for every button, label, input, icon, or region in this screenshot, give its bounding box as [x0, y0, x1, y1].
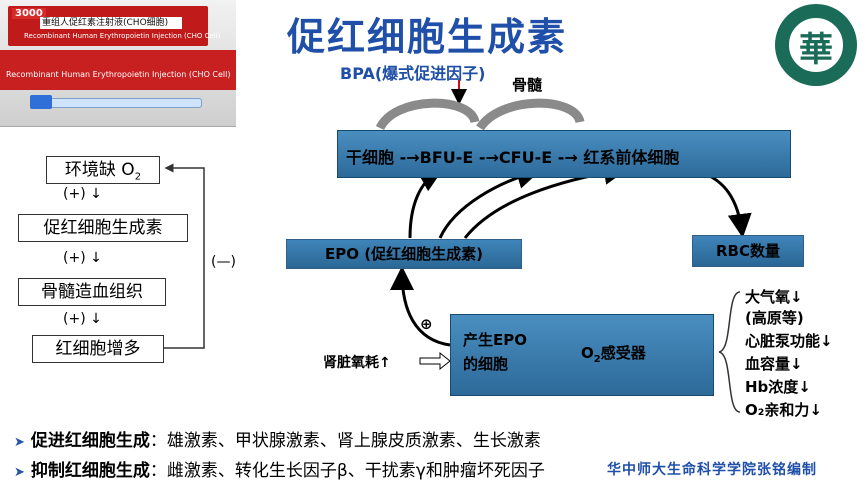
bullet-inhibit-text: ：雌激素、转化生长因子β、干扰素γ和肿瘤坏死因子 [149, 461, 545, 481]
epo-box: EPO (促红细胞生成素) [286, 239, 522, 269]
product-photo: 3000 重组人促红素注射液(CHO细胞) Recombinant Human … [0, 0, 236, 127]
bone-marrow-label: 骨髓 [512, 76, 543, 94]
product-name-cn: 重组人促红素注射液(CHO细胞) [40, 17, 182, 29]
kidney-label: 肾脏氧耗↑ [323, 355, 391, 371]
bullet-inhibit-head: 抑制红细胞生成 [30, 461, 150, 481]
epo-to-bfu-arrow [438, 165, 541, 239]
product-box-bottom [0, 50, 236, 90]
o2-sensor-text: 感受器 [600, 344, 646, 362]
factor-item: 大气氧↓ [745, 288, 803, 306]
epo-to-cfu-arrow [463, 161, 628, 239]
flow-step-marrow: 骨髓造血组织 [18, 278, 166, 306]
bullet-arrow-icon: ➤ [14, 465, 25, 480]
factor-item: 心脏泵功能↓ [745, 332, 833, 350]
bullet-promote-text: ：雄激素、甲状腺激素、肾上腺皮质激素、生长激素 [149, 431, 541, 451]
page-title: 促红细胞生成素 [287, 15, 568, 59]
syringe-plunger-icon [30, 95, 52, 109]
flow-plus-2: (+) ↓ [63, 250, 102, 266]
bullet-arrow-icon: ➤ [14, 435, 25, 450]
factor-item: O₂亲和力↓ [745, 401, 822, 419]
bullet-promote: ➤ 促进红细胞生成：雄激素、甲状腺激素、肾上腺皮质激素、生长激素 [14, 426, 541, 451]
rbc-box: RBC数量 [692, 235, 804, 267]
credit-text: 华中师大生命科学学院张铭编制 [607, 462, 817, 478]
o2-sensor-label: O2感受器 [581, 342, 646, 365]
flow-step-hypoxia: 环境缺 O2 [46, 156, 160, 184]
cell-to-epo-arrow [390, 266, 451, 347]
epo-cell-box: 产生EPO 的细胞 O2感受器 [450, 314, 714, 396]
flow-step-hypoxia-sub: 2 [134, 171, 142, 183]
epo-cell-line1: 产生EPO [463, 331, 527, 349]
bullet-promote-head: 促进红细胞生成 [30, 431, 150, 451]
factor-item: (高原等) [745, 309, 804, 327]
factor-item: Hb浓度↓ [745, 378, 811, 396]
chain-to-rbc-arrow [699, 170, 752, 238]
kidney-arrow [419, 351, 451, 371]
flow-plus-1: (+) ↓ [63, 186, 102, 202]
factor-item: 血容量↓ [745, 355, 803, 373]
plus-circle-label: ⊕ [420, 315, 433, 333]
o2-sensor-sub: 2 [593, 354, 601, 365]
factors-brace [718, 291, 741, 413]
product-name-en: Recombinant Human Erythropoietin Injecti… [6, 70, 231, 79]
flow-step-hypoxia-label: 环境缺 O [64, 160, 135, 180]
epo-cell-line2: 的细胞 [463, 355, 509, 373]
product-name-en-small: Recombinant Human Erythropoietin Injecti… [24, 32, 221, 40]
university-logo-char: 華 [799, 30, 833, 70]
o2-sensor-o: O [581, 344, 594, 362]
recycle-arrow-right [476, 98, 585, 131]
cell-chain-text: 干细胞 -→BFU-E -→CFU-E -→ 红系前体细胞 [346, 148, 680, 167]
product-number: 3000 [12, 8, 46, 19]
epo-to-stem-arrow [408, 169, 444, 239]
flow-step-rbc: 红细胞增多 [32, 335, 164, 363]
bullet-inhibit: ➤ 抑制红细胞生成：雌激素、转化生长因子β、干扰素γ和肿瘤坏死因子 [14, 456, 545, 481]
feedback-line [164, 163, 205, 349]
university-logo-inner [787, 16, 845, 74]
flow-step-epo: 促红细胞生成素 [18, 214, 188, 242]
bpa-label: BPA(爆式促进因子) [340, 64, 486, 83]
cell-chain-bar: 干细胞 -→BFU-E -→CFU-E -→ 红系前体细胞 [337, 130, 791, 178]
flow-plus-3: (+) ↓ [63, 311, 102, 327]
recycle-arrow-left [375, 98, 480, 131]
flow-feedback-label: (—) [211, 254, 236, 270]
